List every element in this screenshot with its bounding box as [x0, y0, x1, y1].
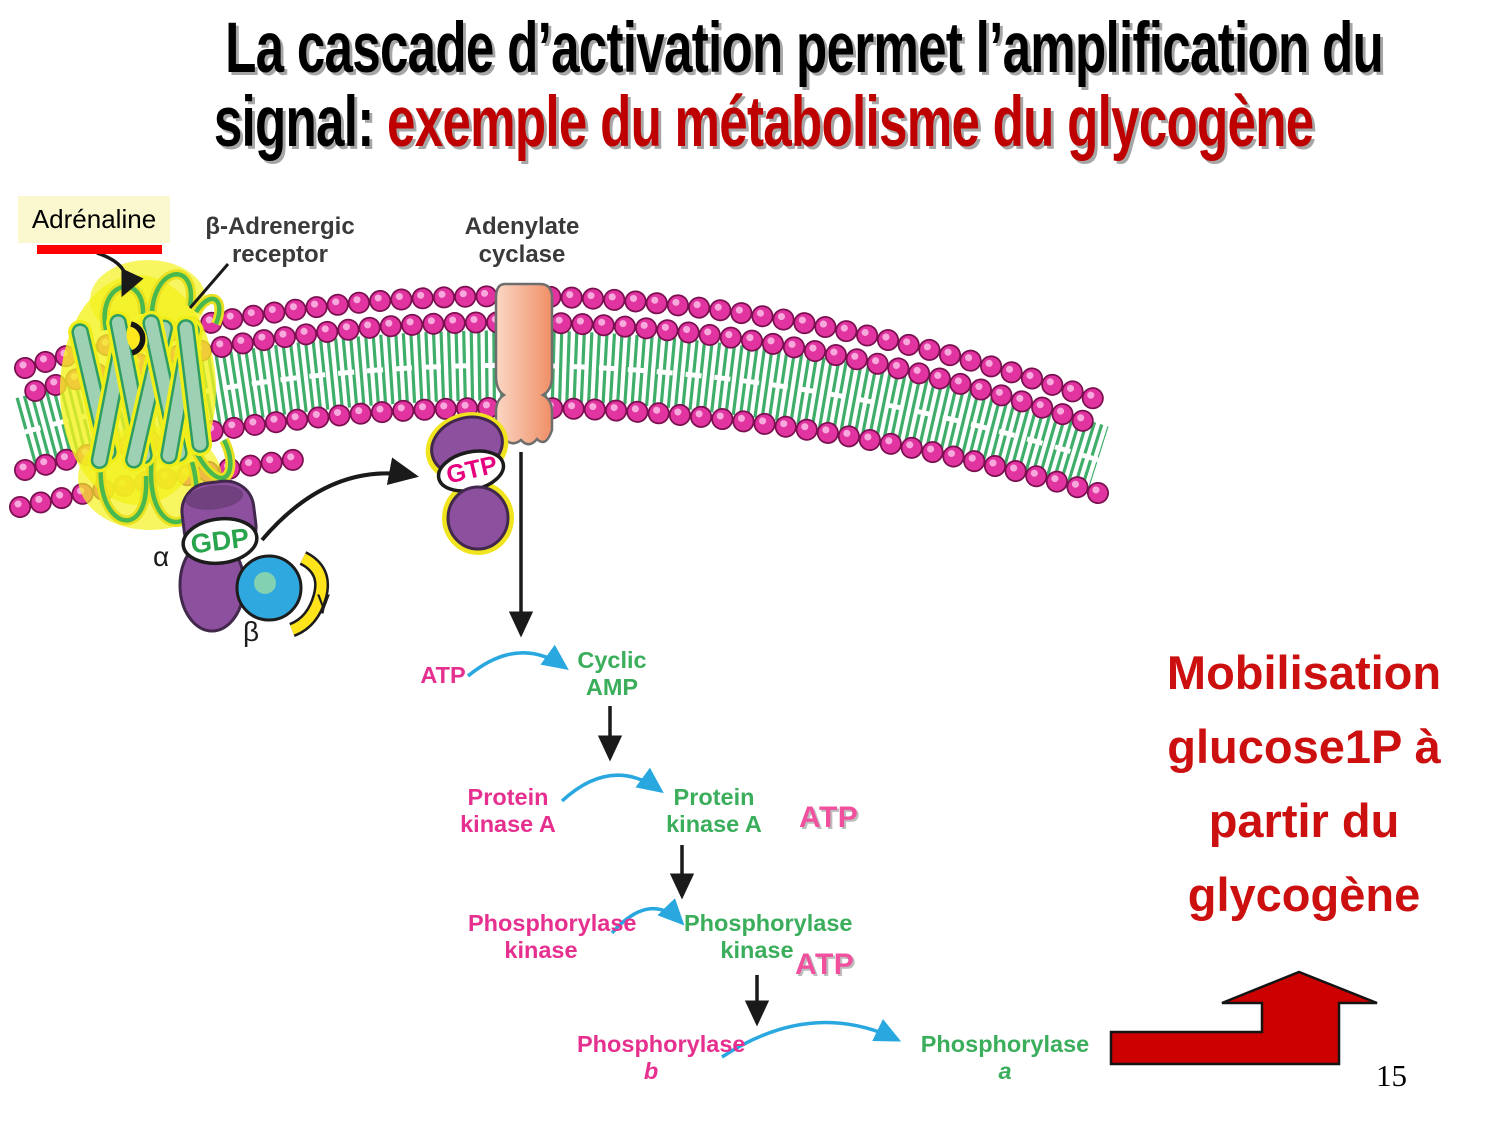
- callout-line2: glucose1P à: [1167, 720, 1441, 773]
- receptor-pointer-line: [188, 263, 230, 309]
- receptor-label-line2: receptor: [231, 241, 329, 268]
- phosphorylase-b-line2: b: [643, 1058, 659, 1084]
- page-number: 15: [1376, 1058, 1407, 1093]
- adrenaline-label-box: Adrénaline: [18, 196, 170, 243]
- title-line2-red: exemple du métabolisme du glycogène: [387, 83, 1314, 162]
- title-line1-text: La cascade d’activation permet l’amplifi…: [225, 9, 1384, 88]
- adrenaline-red-underline: [37, 245, 162, 254]
- pka-active-label: Protein kinase A: [649, 784, 779, 838]
- adenylate-cyclase-protein: [494, 282, 554, 446]
- slide-title: La cascade d’activation permet l’amplifi…: [0, 12, 1500, 160]
- g-gamma-subunit: [288, 551, 330, 638]
- receptor-label-line1: β-Adrenergic: [205, 213, 355, 240]
- callout-line4: glycogène: [1187, 868, 1421, 921]
- mobilisation-callout: Mobilisation glucose1P à partir du glyco…: [1118, 636, 1490, 932]
- atp-substrate-label: ATP: [420, 662, 466, 688]
- phosphorylase-a-line1: Phosphorylase: [920, 1031, 1090, 1057]
- phk-inactive-label: Phosphorylase kinase: [468, 910, 637, 964]
- pka-inactive-line1: Protein: [467, 784, 549, 810]
- cyclic-amp-line1: Cyclic: [577, 647, 647, 673]
- gamma-subunit-label: γ: [317, 584, 330, 614]
- g-alpha-gtp-activated: [425, 412, 514, 555]
- red-up-arrow: [1109, 970, 1378, 1066]
- bound-ligand: [126, 321, 148, 356]
- pka-inactive-label: Protein kinase A: [443, 784, 573, 838]
- cyclase-label-line2: cyclase: [478, 241, 566, 268]
- atp-cofactor-1: ATP: [799, 801, 859, 834]
- pka-active-line2: kinase A: [666, 811, 762, 837]
- pka-inactive-line2: kinase A: [460, 811, 556, 837]
- catalysis-arc-arrows: [466, 644, 902, 1059]
- cyclic-amp-line2: AMP: [585, 674, 639, 700]
- atp-to-camp-arc: [466, 644, 569, 678]
- receptor-helices: [68, 310, 213, 473]
- adrenaline-label: Adrénaline: [31, 204, 157, 234]
- pka-activation-arc: [560, 767, 664, 803]
- beta-subunit-label: β: [243, 616, 260, 647]
- phk-active-line2: kinase: [720, 937, 794, 963]
- adrenaline-arrow: [96, 251, 144, 298]
- phk-inactive-line2: kinase: [504, 937, 578, 963]
- phosphorylase-activation-arc: [721, 1019, 902, 1059]
- phk-active-line1: Phosphorylase: [684, 910, 853, 936]
- phosphorylase-b-line1: Phosphorylase: [577, 1031, 746, 1057]
- black-arrows: [96, 251, 770, 1027]
- phosphorylase-b-label: Phosphorylase b: [577, 1031, 746, 1085]
- receptor-label: β-Adrenergic receptor: [194, 213, 366, 269]
- adenylate-cyclase-label: Adenylate cyclase: [452, 213, 592, 269]
- beta-adrenergic-receptor: [60, 260, 236, 530]
- title-line2-black: signal:: [213, 83, 374, 162]
- title-line2: signal: exemple du métabolisme du glycog…: [0, 86, 1500, 160]
- g-protein-trimer: [178, 479, 330, 638]
- cyclic-amp-label: Cyclic AMP: [570, 647, 654, 701]
- callout-line3: partir du: [1208, 794, 1400, 847]
- phosphorylase-a-line2: a: [998, 1058, 1012, 1084]
- phk-inactive-line1: Phosphorylase: [468, 910, 637, 936]
- callout-line1: Mobilisation: [1166, 646, 1442, 699]
- phosphorylase-a-label: Phosphorylase a: [917, 1031, 1093, 1085]
- gdp-to-gtp-arrow: [260, 457, 419, 542]
- cyclase-label-line1: Adenylate: [464, 213, 580, 240]
- title-line1: La cascade d’activation permet l’amplifi…: [0, 12, 1500, 86]
- phk-active-label: Phosphorylase kinase: [684, 910, 853, 964]
- gdp-oval: [181, 516, 259, 566]
- phk-activation-arc: [610, 898, 685, 935]
- atp-cofactor-2: ATP: [795, 948, 855, 981]
- pka-active-line1: Protein: [673, 784, 755, 810]
- alpha-subunit-label: α: [153, 541, 170, 572]
